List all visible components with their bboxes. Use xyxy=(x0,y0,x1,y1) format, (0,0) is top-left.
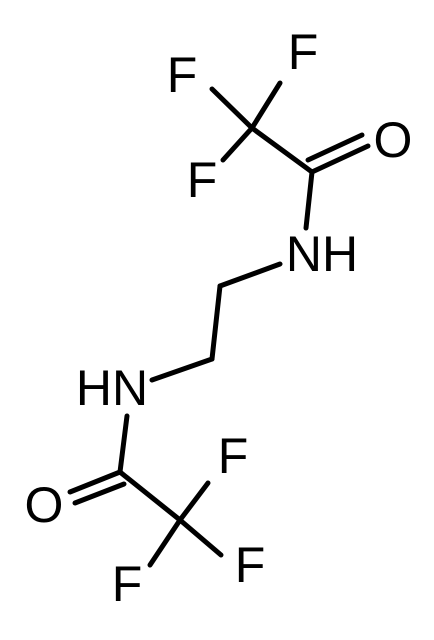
bond-cf3-top-to-f-right xyxy=(249,80,283,131)
bond-carbonyl-top-double-o-1 xyxy=(309,143,371,175)
bond-hn-bottom-to-carbonyl xyxy=(117,413,130,475)
atom-label-hn-bottom: HN xyxy=(76,360,148,416)
bond-cf3-top-to-carbonyl xyxy=(249,125,315,175)
bond-carbonyl-bottom-double-o-2 xyxy=(72,481,127,506)
bond-ch2-to-hn-bottom xyxy=(149,356,215,383)
atom-label-o-bottom: O xyxy=(25,477,64,533)
bond-carbonyl-top-to-nh xyxy=(303,169,315,231)
bond-nh-top-to-ch2 xyxy=(217,261,283,289)
bond-cf3-bottom-to-f-right xyxy=(177,517,224,558)
bond-cf3-top-to-f-mid xyxy=(220,125,255,163)
atom-label-nh-top: NH xyxy=(286,226,358,282)
atom-label-f-top-mid: F xyxy=(187,152,218,208)
bond-carbonyl-bottom-double-o-1 xyxy=(67,469,123,495)
bond-carbonyl-to-cf3-bottom xyxy=(117,469,183,523)
atom-label-f-top-left: F xyxy=(167,47,198,103)
atom-label-f-bottom-right: F xyxy=(235,537,266,593)
bond-carbonyl-top-double-o-2 xyxy=(305,132,365,163)
bond-cf3-bottom-to-f-left xyxy=(147,517,183,568)
atom-label-f-bottom-right-top: F xyxy=(218,428,249,484)
atom-label-o-top: O xyxy=(374,112,413,168)
bond-ch2-to-ch2 xyxy=(209,283,223,362)
atom-label-f-bottom-left: F xyxy=(112,556,143,612)
bond-cf3-top-to-f-left xyxy=(209,86,255,131)
atom-label-f-top-right: F xyxy=(288,24,319,80)
bond-cf3-bottom-to-f-top xyxy=(177,480,211,523)
